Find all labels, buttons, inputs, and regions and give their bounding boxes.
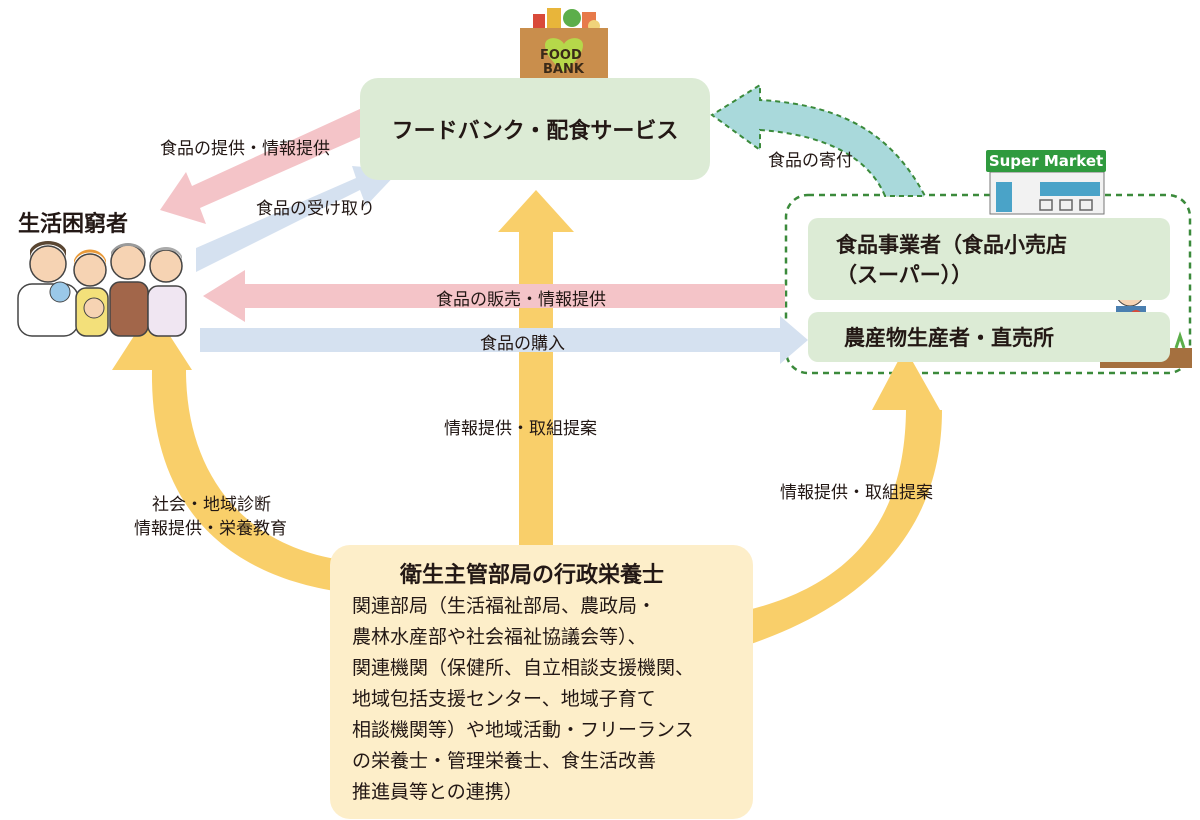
admin-line: 相談機関等）や地域活動・フリーランス [352,719,694,741]
edge-label-people-to-fb: 食品の受け取り [256,199,375,219]
arrow-admin-to-farm [748,348,942,645]
people-label: 生活困窮者 [18,212,129,237]
food-bank-node: フードバンク・配食サービス [360,78,710,180]
family-illustration [17,241,187,337]
retail-group-border [784,193,1192,375]
edge-label-people-to-farm: 食品の購入 [480,334,565,354]
edge-label-retail-to-people: 食品の販売・情報提供 [436,290,606,310]
edge-label-admin-to-retail: 情報提供・取組提案 [780,483,933,503]
foodbank-box-text-1: FOOD [540,48,582,63]
arrow-retail-to-foodbank [710,83,927,197]
arrow-admin-to-people [112,308,342,592]
retail-node: 食品事業者（食品小売店 （スーパー）） [808,218,1170,300]
admin-line: の栄養士・管理栄養士、食生活改善 [352,750,657,772]
farm-node: 農産物生産者・直売所 [808,312,1170,362]
foodbank-box-text-2: BANK [543,62,584,77]
arrow-people-to-farm [200,316,808,364]
edge-label-fb-to-people: 食品の提供・情報提供 [160,139,330,159]
edge-label-admin-to-people-1: 社会・地域診断 [152,495,271,515]
supermarket-illustration [989,171,1105,215]
supermarket-sign: Super Market [986,150,1106,172]
retail-label-line1: 食品事業者（食品小売店 [836,233,1067,257]
admin-line: 農林水産部や社会福祉協議会等）、 [352,626,647,648]
arrow-people-to-foodbank [196,166,400,272]
admin-line: 推進員等との連携） [352,781,523,803]
arrow-admin-to-foodbank [498,190,574,548]
edge-label-admin-to-fb: 情報提供・取組提案 [444,419,597,439]
admin-line: 地域包括支援センター、地域子育て [352,688,656,710]
arrow-retail-to-people [203,270,785,322]
admin-line: 関連部局（生活福祉部局、農政局・ [352,595,657,617]
farm-label: 農産物生産者・直売所 [844,326,1054,350]
edge-label-retail-to-fb: 食品の寄付 [768,151,853,171]
admin-line: 関連機関（保健所、自立相談支援機関、 [352,657,695,679]
retail-label-line2: （スーパー）） [836,263,973,287]
edge-label-admin-to-people-2: 情報提供・栄養教育 [134,519,287,539]
food-bank-label: フードバンク・配食サービス [391,119,679,144]
admin-node: 衛生主管部局の行政栄養士 関連部局（生活福祉部局、農政局・ 農林水産部や社会福祉… [330,545,753,819]
admin-title: 衛生主管部局の行政栄養士 [400,563,665,588]
arrow-foodbank-to-people [160,100,372,224]
